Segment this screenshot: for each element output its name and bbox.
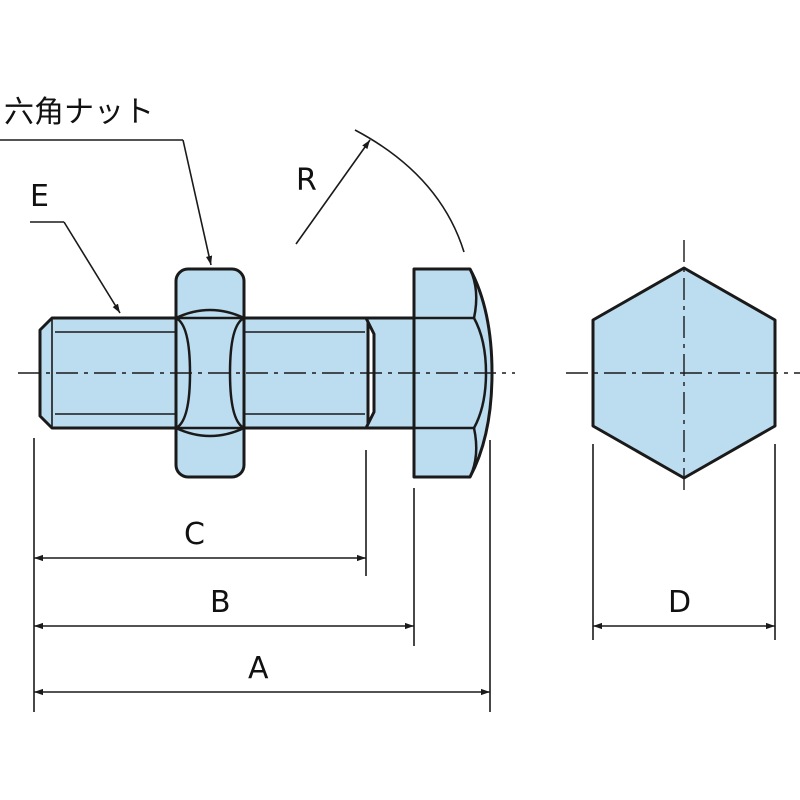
nut-leader xyxy=(0,139,213,266)
thread-leader xyxy=(30,221,121,314)
nut-label: 六角ナット xyxy=(4,95,154,130)
dim-a-label: A xyxy=(248,651,269,686)
hex-end-view xyxy=(566,240,800,640)
dim-d-label: D xyxy=(668,585,691,620)
bolt-side-view xyxy=(18,267,515,479)
dim-c-label: C xyxy=(184,517,205,552)
dimension-lines xyxy=(33,438,491,712)
thread-label: E xyxy=(30,179,49,214)
radius-leader xyxy=(295,129,465,253)
radius-label: R xyxy=(296,163,317,198)
dim-b-label: B xyxy=(210,585,231,620)
